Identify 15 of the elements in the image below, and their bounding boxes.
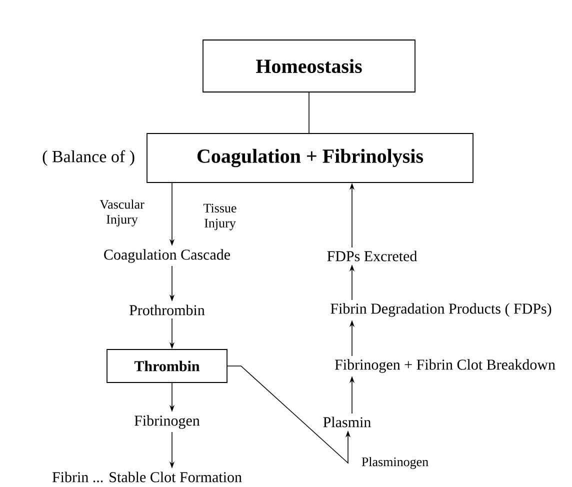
injury-label: Tissue Injury	[204, 204, 236, 230]
step-label: Fibrinogen	[134, 415, 200, 429]
step-label: Fibrinogen + Fibrin Clot Breakdown	[334, 359, 556, 373]
side-label: ( Balance of )	[42, 150, 134, 166]
process-box: Coagulation + Fibrinolysis	[146, 133, 474, 183]
step-label: Fibrin ... Stable Clot Formation	[52, 472, 242, 482]
step-label: Prothrombin	[130, 304, 205, 316]
process-box: Homeostasis	[202, 40, 416, 92]
step-label: Fibrin Degradation Products ( FDPs)	[330, 303, 552, 317]
edge-label: Plasminogen	[362, 457, 428, 469]
injury-label: Vascular Injury	[100, 200, 144, 226]
process-box: Thrombin	[106, 349, 228, 383]
step-label: FDPs Excreted	[327, 250, 418, 262]
step-label: Coagulation Cascade	[104, 249, 230, 263]
step-label: Plasmin	[323, 416, 371, 428]
